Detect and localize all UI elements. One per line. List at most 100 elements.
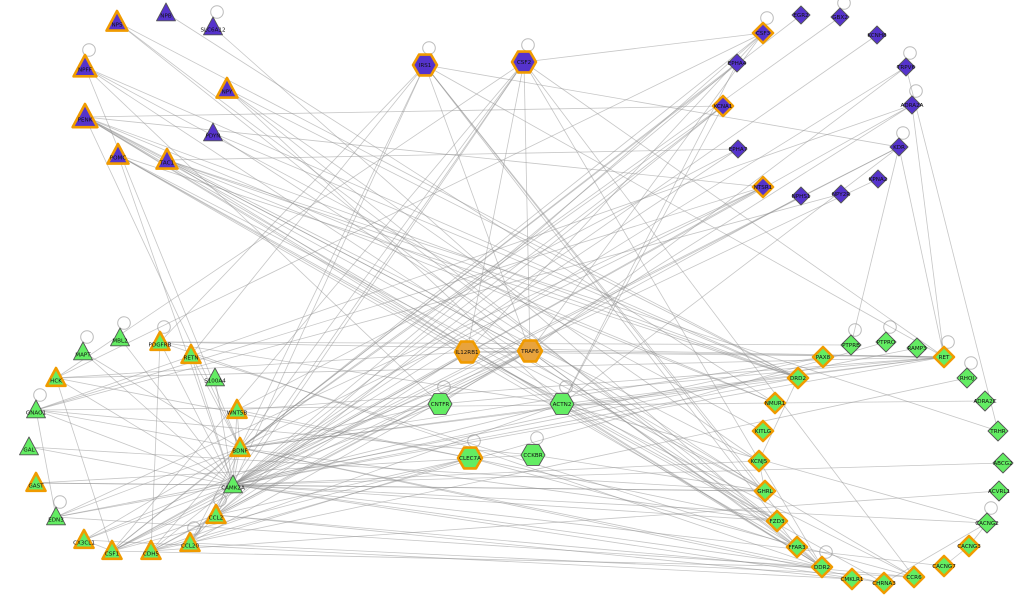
edge bbox=[84, 116, 823, 568]
node-EDN3[interactable]: EDN3 bbox=[46, 495, 67, 526]
node-MAPT[interactable]: MAPT bbox=[73, 330, 94, 361]
node-KCNA1[interactable]: KCNA1 bbox=[711, 94, 735, 118]
node-MBL2[interactable]: MBL2 bbox=[110, 316, 131, 347]
edge bbox=[35, 409, 234, 486]
diamond-node-shape bbox=[896, 57, 916, 77]
node-NPY2R[interactable]: NPY2R bbox=[831, 184, 851, 204]
edge bbox=[83, 350, 531, 541]
edge bbox=[232, 377, 799, 486]
node-CCKBR[interactable]: CCKBR bbox=[520, 431, 546, 466]
edge bbox=[523, 61, 915, 578]
node-PTPRO[interactable]: PTPRO bbox=[875, 320, 897, 353]
triangle-node-shape bbox=[105, 9, 129, 32]
node-FZD3[interactable]: FZD3 bbox=[765, 509, 789, 533]
diamond-node-shape bbox=[765, 509, 789, 533]
diamond-node-shape bbox=[785, 535, 809, 559]
node-EPHA7[interactable]: EPHA7 bbox=[728, 139, 748, 159]
node-CSF2[interactable]: CSF2 bbox=[510, 38, 538, 74]
edge bbox=[55, 377, 234, 486]
node-NPFF[interactable]: NPFF bbox=[72, 43, 98, 78]
diamond-node-shape bbox=[956, 367, 978, 389]
self-loop-icon bbox=[80, 330, 94, 344]
diamond-node-shape bbox=[974, 390, 996, 412]
edge bbox=[239, 447, 885, 584]
self-loop-icon bbox=[848, 323, 862, 337]
edge bbox=[466, 61, 525, 353]
diamond-node-shape bbox=[889, 137, 909, 157]
node-PAX8[interactable]: PAX8 bbox=[811, 345, 835, 369]
triangle-node-shape bbox=[26, 399, 46, 419]
edge bbox=[165, 12, 776, 404]
node-PENK[interactable]: PENK bbox=[71, 102, 99, 129]
node-ACVRL1[interactable]: ACVRL1 bbox=[988, 480, 1010, 502]
node-PDGFRB[interactable]: PDGFRB bbox=[149, 320, 172, 352]
node-ADRA2C[interactable]: ADRA2C bbox=[973, 390, 997, 412]
self-loop-icon bbox=[33, 388, 47, 402]
node-POMC[interactable]: POMC bbox=[106, 142, 130, 165]
triangle-node-shape bbox=[106, 142, 130, 165]
edge bbox=[883, 522, 988, 584]
node-KPNA2[interactable]: KPNA2 bbox=[868, 169, 888, 189]
edge bbox=[189, 61, 525, 544]
self-loop-icon bbox=[157, 320, 171, 334]
node-TRHR[interactable]: TRHR bbox=[987, 420, 1009, 442]
node-GAST[interactable]: GAST bbox=[25, 471, 47, 493]
diamond-node-shape bbox=[831, 184, 851, 204]
edge bbox=[166, 159, 799, 379]
edge bbox=[232, 462, 1004, 486]
node-TRAF6[interactable]: TRAF6 bbox=[516, 339, 544, 363]
node-S100A4[interactable]: S100A4 bbox=[204, 367, 226, 387]
node-RAMP3[interactable]: RAMP3 bbox=[906, 337, 928, 359]
node-GBX2[interactable]: GBX2 bbox=[830, 0, 851, 27]
edge bbox=[239, 447, 823, 568]
node-CSF3[interactable]: CSF3 bbox=[751, 11, 775, 45]
edge bbox=[424, 64, 531, 352]
diamond-node-shape bbox=[987, 420, 1009, 442]
node-NPB[interactable]: NPB bbox=[156, 2, 176, 22]
node-EGR2[interactable]: EGR2 bbox=[791, 5, 811, 25]
hexagon-node-shape bbox=[453, 340, 481, 364]
edge bbox=[150, 447, 241, 552]
node-GHRL[interactable]: GHRL bbox=[753, 479, 777, 503]
node-CACNG2[interactable]: CACNG2 bbox=[975, 501, 999, 534]
diamond-node-shape bbox=[840, 567, 864, 591]
node-SLC6A12[interactable]: SLC6A12 bbox=[200, 5, 226, 36]
node-NPS[interactable]: NPS bbox=[105, 9, 129, 32]
edges-layer bbox=[28, 12, 1004, 584]
triangle-node-shape bbox=[179, 531, 201, 553]
node-WNT5B[interactable]: WNT5B bbox=[226, 398, 248, 420]
edge bbox=[190, 64, 426, 356]
edge bbox=[111, 61, 525, 552]
edge bbox=[82, 351, 234, 486]
edge bbox=[523, 32, 764, 63]
node-NPY[interactable]: NPY bbox=[215, 76, 239, 99]
edge bbox=[159, 64, 426, 343]
node-HCK[interactable]: HCK bbox=[45, 366, 67, 388]
node-IL12RB1[interactable]: IL12RB1 bbox=[453, 340, 481, 364]
self-loop-icon bbox=[984, 501, 998, 515]
node-ABCG2[interactable]: ABCG2 bbox=[992, 452, 1014, 474]
triangle-node-shape bbox=[226, 398, 248, 420]
node-KCNJ5[interactable]: KCNJ5 bbox=[747, 449, 771, 473]
edge bbox=[905, 66, 999, 432]
self-loop-icon bbox=[941, 335, 955, 349]
diamond-node-shape bbox=[811, 345, 835, 369]
triangle-node-shape bbox=[72, 53, 98, 78]
self-loop-icon bbox=[213, 493, 227, 507]
node-GNAO1[interactable]: GNAO1 bbox=[26, 388, 47, 419]
node-IRS1[interactable]: IRS1 bbox=[411, 41, 439, 77]
edge bbox=[116, 21, 778, 522]
edge bbox=[424, 64, 823, 568]
node-KCNH8[interactable]: KCNH8 bbox=[867, 25, 887, 45]
node-GAL[interactable]: GAL bbox=[19, 436, 39, 456]
triangle-node-shape bbox=[180, 343, 202, 365]
node-RET[interactable]: RET bbox=[932, 335, 956, 369]
node-NPHS1[interactable]: NPHS1 bbox=[791, 186, 811, 206]
edge bbox=[226, 88, 823, 568]
hexagon-node-shape bbox=[427, 393, 453, 415]
diamond-node-shape bbox=[840, 334, 862, 356]
node-RHOJ[interactable]: RHOJ bbox=[956, 356, 978, 389]
node-CX3CL1[interactable]: CX3CL1 bbox=[73, 528, 95, 550]
edge bbox=[212, 132, 766, 492]
